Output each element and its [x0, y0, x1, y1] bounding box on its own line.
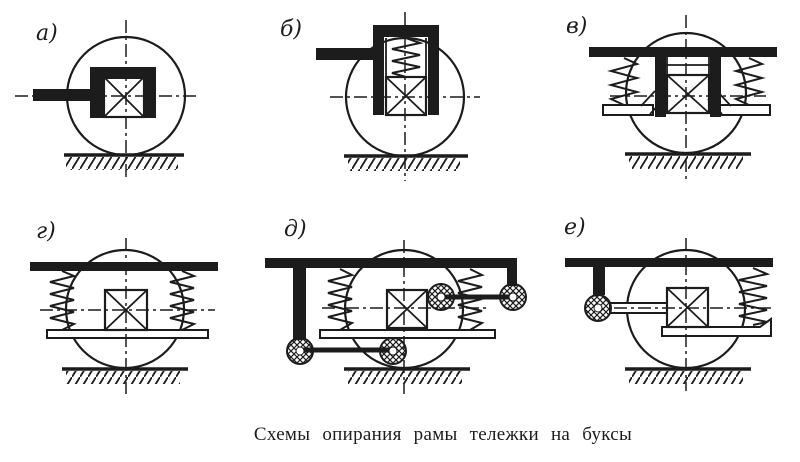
ground-hatch	[348, 371, 462, 384]
diagram-g: г)	[30, 219, 218, 394]
frame-bar	[589, 47, 777, 57]
frame-bar	[565, 258, 773, 267]
coil-spring	[391, 37, 424, 78]
frame-arm	[33, 89, 93, 101]
ground	[344, 367, 470, 384]
diagram-a: а)	[15, 20, 198, 181]
diagram-e: е)	[564, 215, 773, 391]
diagram-v: в)	[566, 14, 777, 181]
axlebox-cross	[385, 76, 427, 116]
ground	[344, 154, 468, 171]
axlebox-cross	[104, 289, 148, 331]
axlebox	[102, 75, 146, 119]
spring-seat-plate	[319, 329, 496, 339]
frame-with-hanger	[565, 258, 773, 295]
figure-caption: Схемы опирания рамы тележки на буксы	[253, 424, 633, 445]
spring-seat-bracket	[661, 317, 772, 337]
spring-seat-plate	[46, 329, 209, 339]
diagram-e-label: е)	[564, 215, 586, 240]
ground	[64, 153, 184, 170]
ground-hatch	[66, 157, 178, 170]
diagram-b: б)	[280, 12, 480, 181]
frame-bracket	[316, 25, 439, 115]
axlebox	[103, 288, 149, 332]
coil-spring-right	[732, 57, 766, 106]
axlebox-cross	[666, 74, 710, 114]
axlebox-cross	[103, 76, 145, 118]
diagram-d-label: д)	[284, 217, 307, 242]
axlebox-wing-left	[602, 90, 665, 116]
ground	[62, 367, 188, 384]
diagram-v-label: в)	[566, 14, 587, 39]
frame-arm	[316, 48, 376, 60]
diagram-a-label: а)	[36, 21, 58, 46]
ground-hatch	[348, 158, 460, 171]
diagram-g-label: г)	[36, 219, 56, 244]
diagram-d: д)	[265, 217, 527, 394]
axlebox	[385, 288, 429, 330]
diagram-canvas: а) б)	[15, 12, 777, 394]
frame-bar	[265, 258, 517, 268]
frame-hanger-left	[293, 268, 306, 340]
frame-hanger-right	[507, 258, 517, 286]
diagram-b-label: б)	[280, 17, 302, 42]
coil-spring-right	[169, 270, 198, 331]
coil-spring-left	[327, 268, 355, 331]
ground	[625, 152, 751, 169]
axlebox	[665, 73, 711, 115]
frame-with-hangers	[265, 258, 517, 340]
frame-bar	[30, 262, 218, 271]
frame-with-legs	[589, 47, 777, 117]
axlebox	[384, 75, 428, 117]
coil-spring-left	[607, 57, 641, 106]
axlebox	[665, 286, 710, 329]
coil-spring	[738, 267, 771, 326]
coil-spring-left	[49, 270, 78, 331]
frame-bracket	[33, 67, 156, 118]
ground-hatch	[66, 371, 180, 384]
axlebox-cross	[386, 289, 428, 329]
frame-hanger-left	[593, 267, 605, 295]
ground	[625, 367, 751, 384]
axlebox-cross	[666, 287, 709, 328]
